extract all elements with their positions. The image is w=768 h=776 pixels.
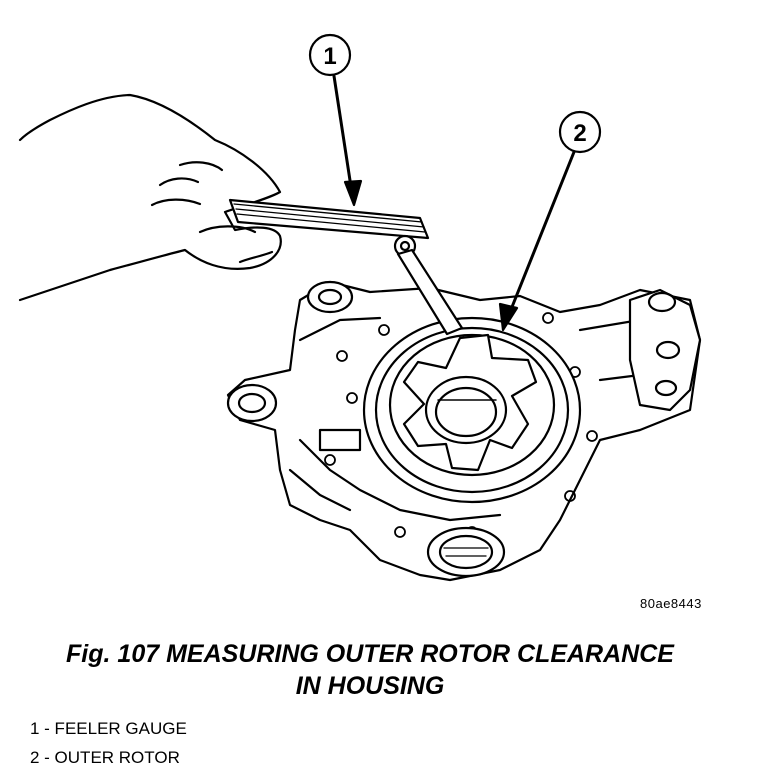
mounting-boss-top [306,280,354,314]
oil-pump-illustration: 1 2 [18,33,702,582]
figure-code: 80ae8443 [640,596,702,611]
caption-line-1: Fig. 107 MEASURING OUTER ROTOR CLEARANCE [66,640,674,668]
callout-1-leader [332,74,355,202]
mounting-ear-left [226,383,278,423]
outlet-port [426,526,506,578]
callout-2-leader [504,150,576,324]
hand [18,93,282,302]
mounting-bracket-right [628,288,702,412]
legend: 1 - FEELER GAUGE 2 - OUTER ROTOR [30,714,187,772]
caption-line-2: IN HOUSING [295,672,445,700]
callout-1-label: 1 [323,43,336,70]
feeler-gauge [228,198,464,336]
callout-1-circle [308,33,352,77]
figure-caption: Fig. 107 MEASURING OUTER ROTOR CLEARANCE… [0,638,740,702]
callout-2-circle [558,110,602,154]
legend-item-feeler-gauge: 1 - FEELER GAUGE [30,719,187,738]
legend-item-outer-rotor: 2 - OUTER ROTOR [30,748,180,767]
callout-2-label: 2 [573,120,586,147]
